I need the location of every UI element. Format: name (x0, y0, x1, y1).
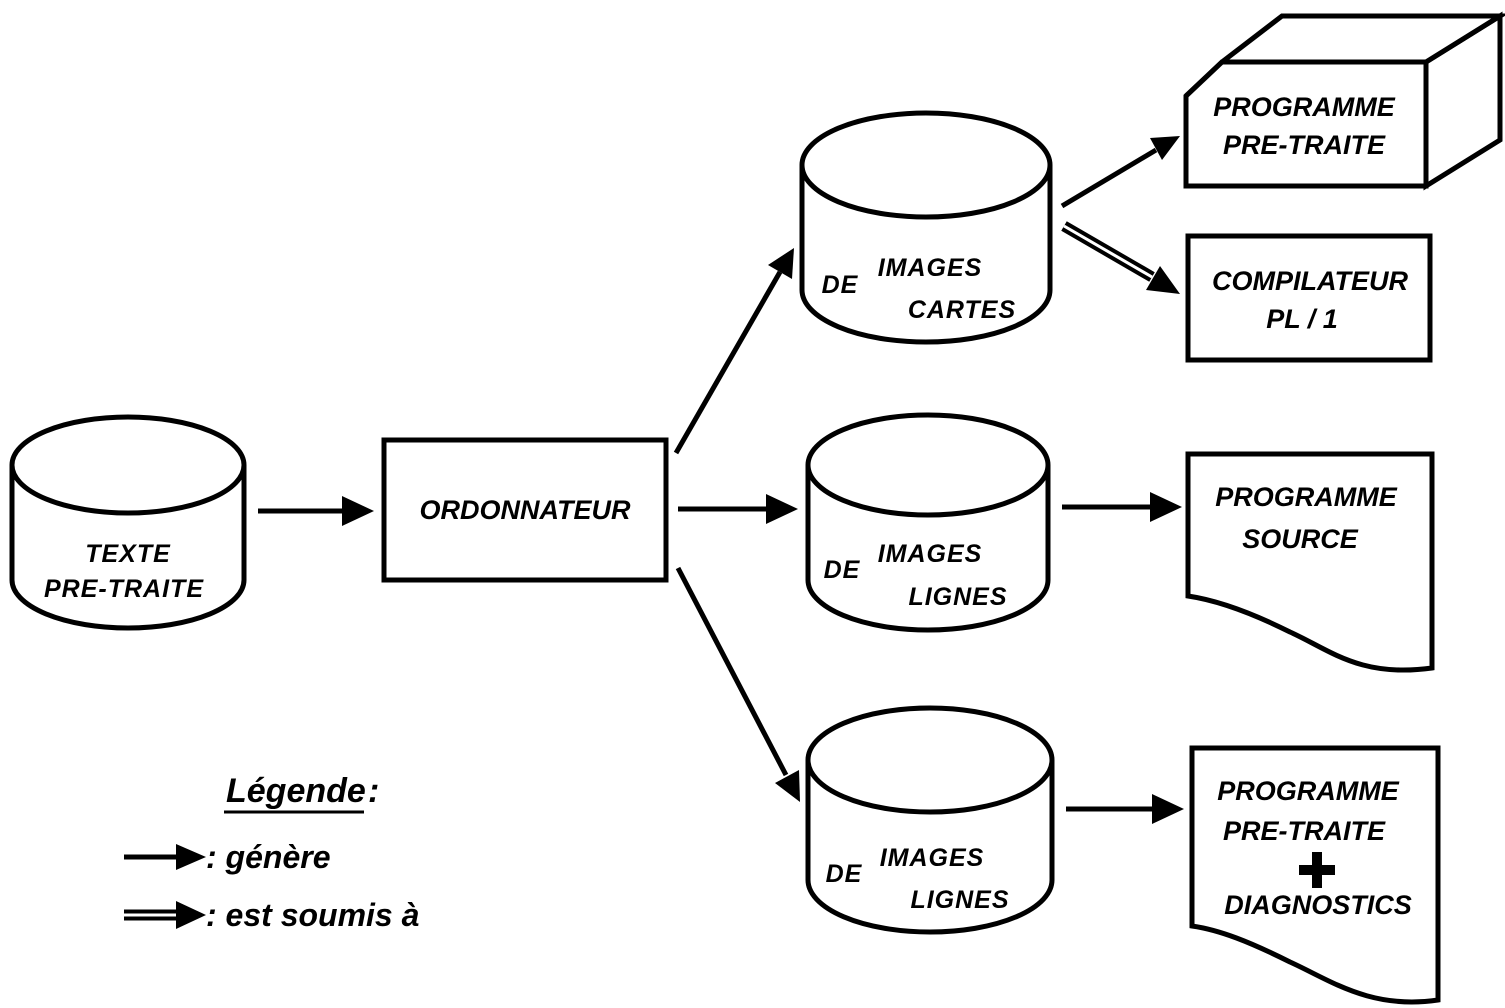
images-cartes-cylinder: IMAGES DE CARTES (799, 110, 1053, 345)
ordonnateur-label: ORDONNATEUR (420, 495, 631, 525)
compilateur-node: COMPILATEUR PL / 1 (1185, 233, 1433, 363)
arrow-lignes-2-to-diagnostics (1066, 794, 1184, 824)
de-label: DE (824, 556, 861, 584)
images-label: IMAGES (880, 844, 985, 872)
legend-single-arrow (124, 844, 206, 870)
pl1-label: PL / 1 (1266, 304, 1338, 334)
images-lignes-cylinder-2: IMAGES DE LIGNES (805, 705, 1055, 935)
programme-source-node: PROGRAMME SOURCE (1185, 451, 1435, 673)
programme-label: PROGRAMME (1217, 776, 1399, 806)
arrow-ordonnateur-to-lignes-1 (678, 494, 798, 524)
cartes-label: CARTES (908, 296, 1016, 324)
de-label: DE (822, 271, 859, 299)
legend: Légende : : génère : est soumis à (124, 772, 419, 933)
legend-genere-label: : génère (206, 839, 330, 875)
source-label: SOURCE (1242, 524, 1359, 554)
legend-soumis-label: : est soumis à (206, 897, 419, 933)
pretraite-label: PRE-TRAITE (44, 575, 204, 603)
pretraite-label: PRE-TRAITE (1223, 130, 1386, 160)
texte-pretraite-cylinder: TEXTE PRE-TRAITE (9, 414, 247, 631)
arrow-texte-to-ordonnateur (258, 496, 374, 526)
plus-sign (1299, 852, 1335, 888)
texte-label: TEXTE (85, 540, 171, 568)
images-lignes-cylinder-1: IMAGES DE LIGNES (805, 412, 1051, 633)
arrow-ordonnateur-to-cartes (673, 248, 794, 455)
legend-double-arrow (124, 901, 206, 929)
compilateur-label: COMPILATEUR (1212, 266, 1408, 296)
double-arrow-cartes-to-compilateur (1061, 221, 1180, 294)
programme-label: PROGRAMME (1213, 92, 1395, 122)
legend-colon: : (368, 772, 379, 810)
ordonnateur-node: ORDONNATEUR (381, 437, 669, 583)
programme-diagnostics-node: PROGRAMME PRE-TRAITE DIAGNOSTICS (1189, 745, 1441, 1005)
diagnostics-label: DIAGNOSTICS (1224, 890, 1412, 920)
pretraite-label: PRE-TRAITE (1223, 816, 1386, 846)
images-label: IMAGES (878, 540, 983, 568)
de-label: DE (826, 860, 863, 888)
arrow-lignes-1-to-source (1062, 492, 1182, 522)
arrow-cartes-to-card (1060, 136, 1180, 209)
arrow-ordonnateur-to-lignes-2 (675, 566, 800, 802)
programme-label: PROGRAMME (1215, 482, 1397, 512)
programme-pretraite-card-node: PROGRAMME PRE-TRAITE (1183, 11, 1505, 191)
lignes-label: LIGNES (910, 886, 1009, 914)
lignes-label: LIGNES (908, 583, 1007, 611)
legend-title: Légende (226, 772, 366, 810)
images-label: IMAGES (878, 254, 983, 282)
